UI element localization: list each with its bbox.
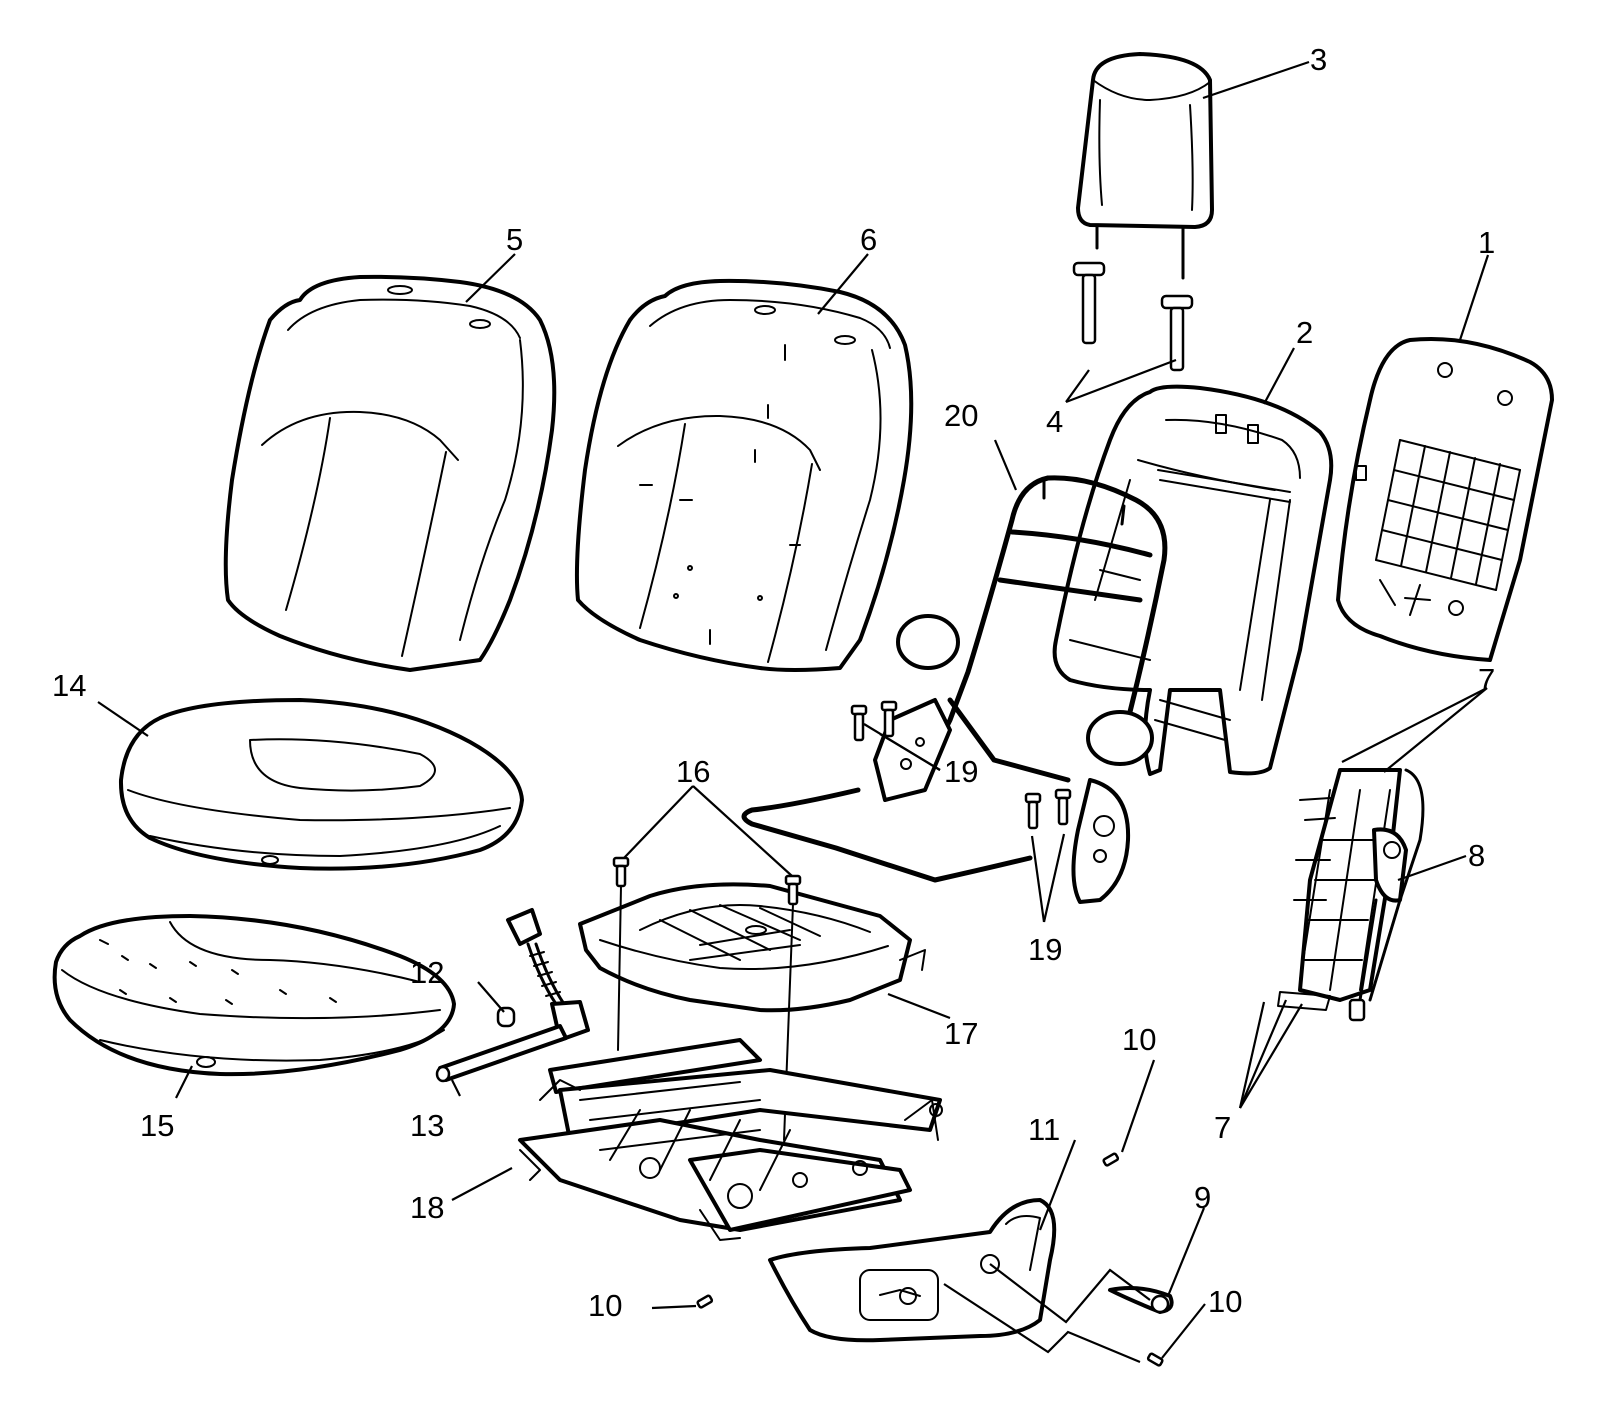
callout-14: 14 <box>52 668 86 703</box>
callout-15: 15 <box>140 1108 174 1143</box>
seat-cushion-frame <box>578 882 926 1013</box>
screw-lower-right <box>1146 1352 1164 1367</box>
seat-cushion-pad <box>52 914 456 1077</box>
callout-11: 11 <box>1028 1112 1060 1147</box>
headrest-guide-right <box>1160 294 1194 372</box>
recliner-lever <box>1108 1286 1174 1314</box>
callout-7-upper: 7 <box>1478 662 1495 697</box>
bolt-set-upper <box>850 700 898 742</box>
callout-20: 20 <box>944 398 978 433</box>
headrest <box>1076 52 1214 280</box>
callout-2: 2 <box>1296 315 1313 350</box>
seat-adjust-tube <box>435 1024 568 1083</box>
callout-7-lower: 7 <box>1214 1110 1231 1145</box>
callout-6: 6 <box>860 222 877 257</box>
screw-left <box>696 1294 714 1309</box>
recliner-mechanism <box>1277 768 1425 1022</box>
screw-upper <box>1102 1152 1120 1167</box>
seat-back-pad <box>574 278 914 672</box>
callout-10-right: 10 <box>1208 1284 1242 1319</box>
side-trim-panel <box>768 1198 1057 1343</box>
callout-3: 3 <box>1310 42 1327 77</box>
callout-5: 5 <box>506 222 523 257</box>
buckle-assembly <box>496 908 590 1042</box>
seat-back-cover <box>223 274 557 672</box>
callout-19-upper: 19 <box>944 754 978 789</box>
headrest-guide-left <box>1072 261 1106 345</box>
bolt-set-lower <box>1024 788 1072 830</box>
seat-back-mat <box>1336 336 1554 662</box>
callout-12: 12 <box>410 955 444 990</box>
callout-19-lower: 19 <box>1028 932 1062 967</box>
callout-13: 13 <box>410 1108 444 1143</box>
seat-cushion-cover <box>118 698 524 871</box>
callout-labels: 1 2 3 4 5 6 7 8 7 9 10 10 10 11 12 13 14… <box>52 42 1495 1323</box>
callout-10-left: 10 <box>588 1288 622 1323</box>
wire-harness <box>741 787 1033 883</box>
seat-back-panel <box>1052 384 1334 776</box>
callout-9: 9 <box>1194 1180 1211 1215</box>
callout-18: 18 <box>410 1190 444 1225</box>
callout-16: 16 <box>676 754 710 789</box>
leader-lines <box>97 60 1490 1364</box>
seat-adjuster <box>518 1038 943 1241</box>
callout-8: 8 <box>1468 838 1485 873</box>
callout-4: 4 <box>1046 404 1063 439</box>
callout-10-upper: 10 <box>1122 1022 1156 1057</box>
callout-1: 1 <box>1478 225 1495 260</box>
callout-17: 17 <box>944 1016 978 1051</box>
